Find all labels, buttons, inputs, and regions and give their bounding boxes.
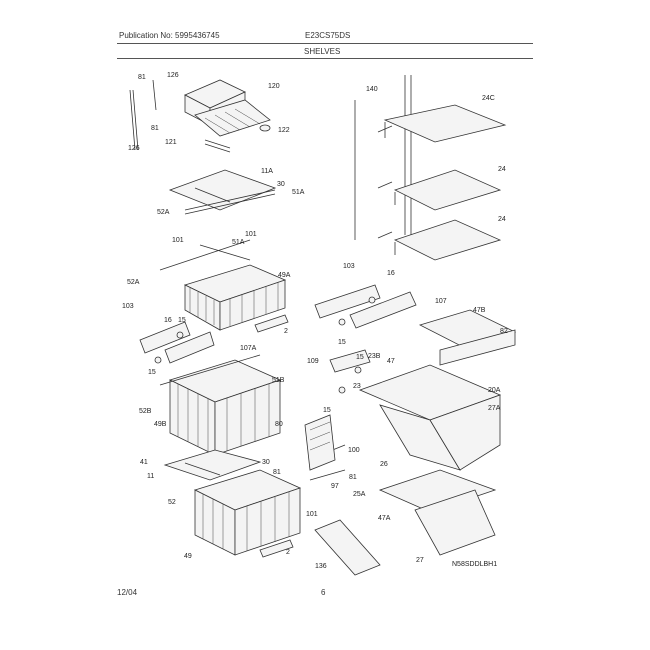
page-number: 6 bbox=[321, 588, 326, 597]
crisper-drawers bbox=[304, 309, 517, 576]
right-control-housing bbox=[314, 284, 417, 394]
callout-52a: 52A bbox=[157, 209, 170, 216]
callout-126: 126 bbox=[128, 145, 140, 152]
callout-20a: 20A bbox=[488, 387, 501, 394]
callout-25a: 25A bbox=[353, 491, 366, 498]
callout-15: 15 bbox=[323, 407, 331, 414]
bottom-basket bbox=[193, 469, 302, 558]
callout-11a: 11A bbox=[261, 168, 273, 175]
callout-16: 16 bbox=[387, 270, 395, 277]
callout-2: 2 bbox=[286, 549, 290, 556]
publication-number: Publication No: 5995436745 bbox=[119, 31, 220, 40]
callout-15: 15 bbox=[178, 317, 186, 324]
callout-27: 27 bbox=[416, 557, 424, 564]
callout-51a: 51A bbox=[232, 239, 245, 246]
callout-52b: 52B bbox=[139, 408, 152, 415]
callout-24c: 24C bbox=[482, 95, 495, 102]
lower-basket bbox=[159, 354, 282, 456]
callout-101: 101 bbox=[172, 237, 184, 244]
callout-81: 81 bbox=[138, 74, 146, 81]
callout-47a: 47A bbox=[378, 515, 391, 522]
callout-24: 24 bbox=[498, 166, 506, 173]
upper-glass-shelf bbox=[168, 169, 277, 215]
callout-122: 122 bbox=[278, 127, 290, 134]
callout-81: 81 bbox=[273, 469, 281, 476]
callout-47b: 47B bbox=[473, 307, 486, 314]
callout-52: 52 bbox=[168, 499, 176, 506]
callout-47: 47 bbox=[387, 358, 395, 365]
callout-15: 15 bbox=[338, 339, 346, 346]
callout-80: 80 bbox=[275, 421, 283, 428]
callout-16: 16 bbox=[164, 317, 172, 324]
callout-49: 49 bbox=[184, 553, 192, 560]
bottom-glass-shelf bbox=[163, 449, 262, 481]
callout-30: 30 bbox=[277, 181, 285, 188]
rail-and-glass-shelves bbox=[354, 75, 507, 261]
callout-103: 103 bbox=[343, 263, 355, 270]
callout-101: 101 bbox=[245, 231, 257, 238]
deli-drawer-assembly bbox=[129, 79, 271, 153]
section-title: SHELVES bbox=[304, 47, 341, 56]
callout-52a: 52A bbox=[127, 279, 140, 286]
callout-15: 15 bbox=[356, 354, 364, 361]
footer-date: 12/04 bbox=[117, 588, 138, 597]
callout-30: 30 bbox=[262, 459, 270, 466]
callout-15: 15 bbox=[148, 369, 156, 376]
callout-49b: 49B bbox=[154, 421, 167, 428]
callout-107: 107 bbox=[435, 298, 447, 305]
callout-41: 41 bbox=[140, 459, 148, 466]
callout-103: 103 bbox=[122, 303, 134, 310]
callout-2: 2 bbox=[284, 328, 288, 335]
callout-labels: 81 126 120 81 122 126 121 11A 30 51A 52A… bbox=[122, 72, 508, 570]
callout-126: 126 bbox=[167, 72, 179, 79]
callout-100: 100 bbox=[348, 447, 360, 454]
callout-24: 24 bbox=[498, 216, 506, 223]
model-number: E23CS75DS bbox=[305, 31, 351, 40]
drawing-code: N58SDDLBH1 bbox=[452, 561, 497, 568]
callout-136: 136 bbox=[315, 563, 327, 570]
callout-107a: 107A bbox=[240, 345, 257, 352]
callout-51a: 51A bbox=[292, 189, 305, 196]
callout-81: 81 bbox=[349, 474, 357, 481]
callout-140: 140 bbox=[366, 86, 378, 93]
callout-82: 82 bbox=[500, 328, 508, 335]
header-rule bbox=[117, 43, 533, 44]
callout-51b: 51B bbox=[272, 377, 285, 384]
callout-27a: 27A bbox=[488, 405, 501, 412]
left-control-housing bbox=[139, 321, 215, 364]
callout-109: 109 bbox=[307, 358, 319, 365]
callout-81: 81 bbox=[151, 125, 159, 132]
callout-23b: 23B bbox=[368, 353, 381, 360]
header-rule-lower bbox=[117, 58, 533, 59]
callout-26: 26 bbox=[380, 461, 388, 468]
callout-49a: 49A bbox=[278, 272, 291, 279]
exploded-parts-diagram: 81 126 120 81 122 126 121 11A 30 51A 52A… bbox=[122, 72, 517, 576]
callout-23: 23 bbox=[353, 383, 361, 390]
upper-basket bbox=[159, 239, 289, 333]
callout-97: 97 bbox=[331, 483, 339, 490]
callout-121: 121 bbox=[165, 139, 177, 146]
callout-120: 120 bbox=[268, 83, 280, 90]
callout-11: 11 bbox=[147, 473, 154, 480]
callout-101: 101 bbox=[306, 511, 318, 518]
